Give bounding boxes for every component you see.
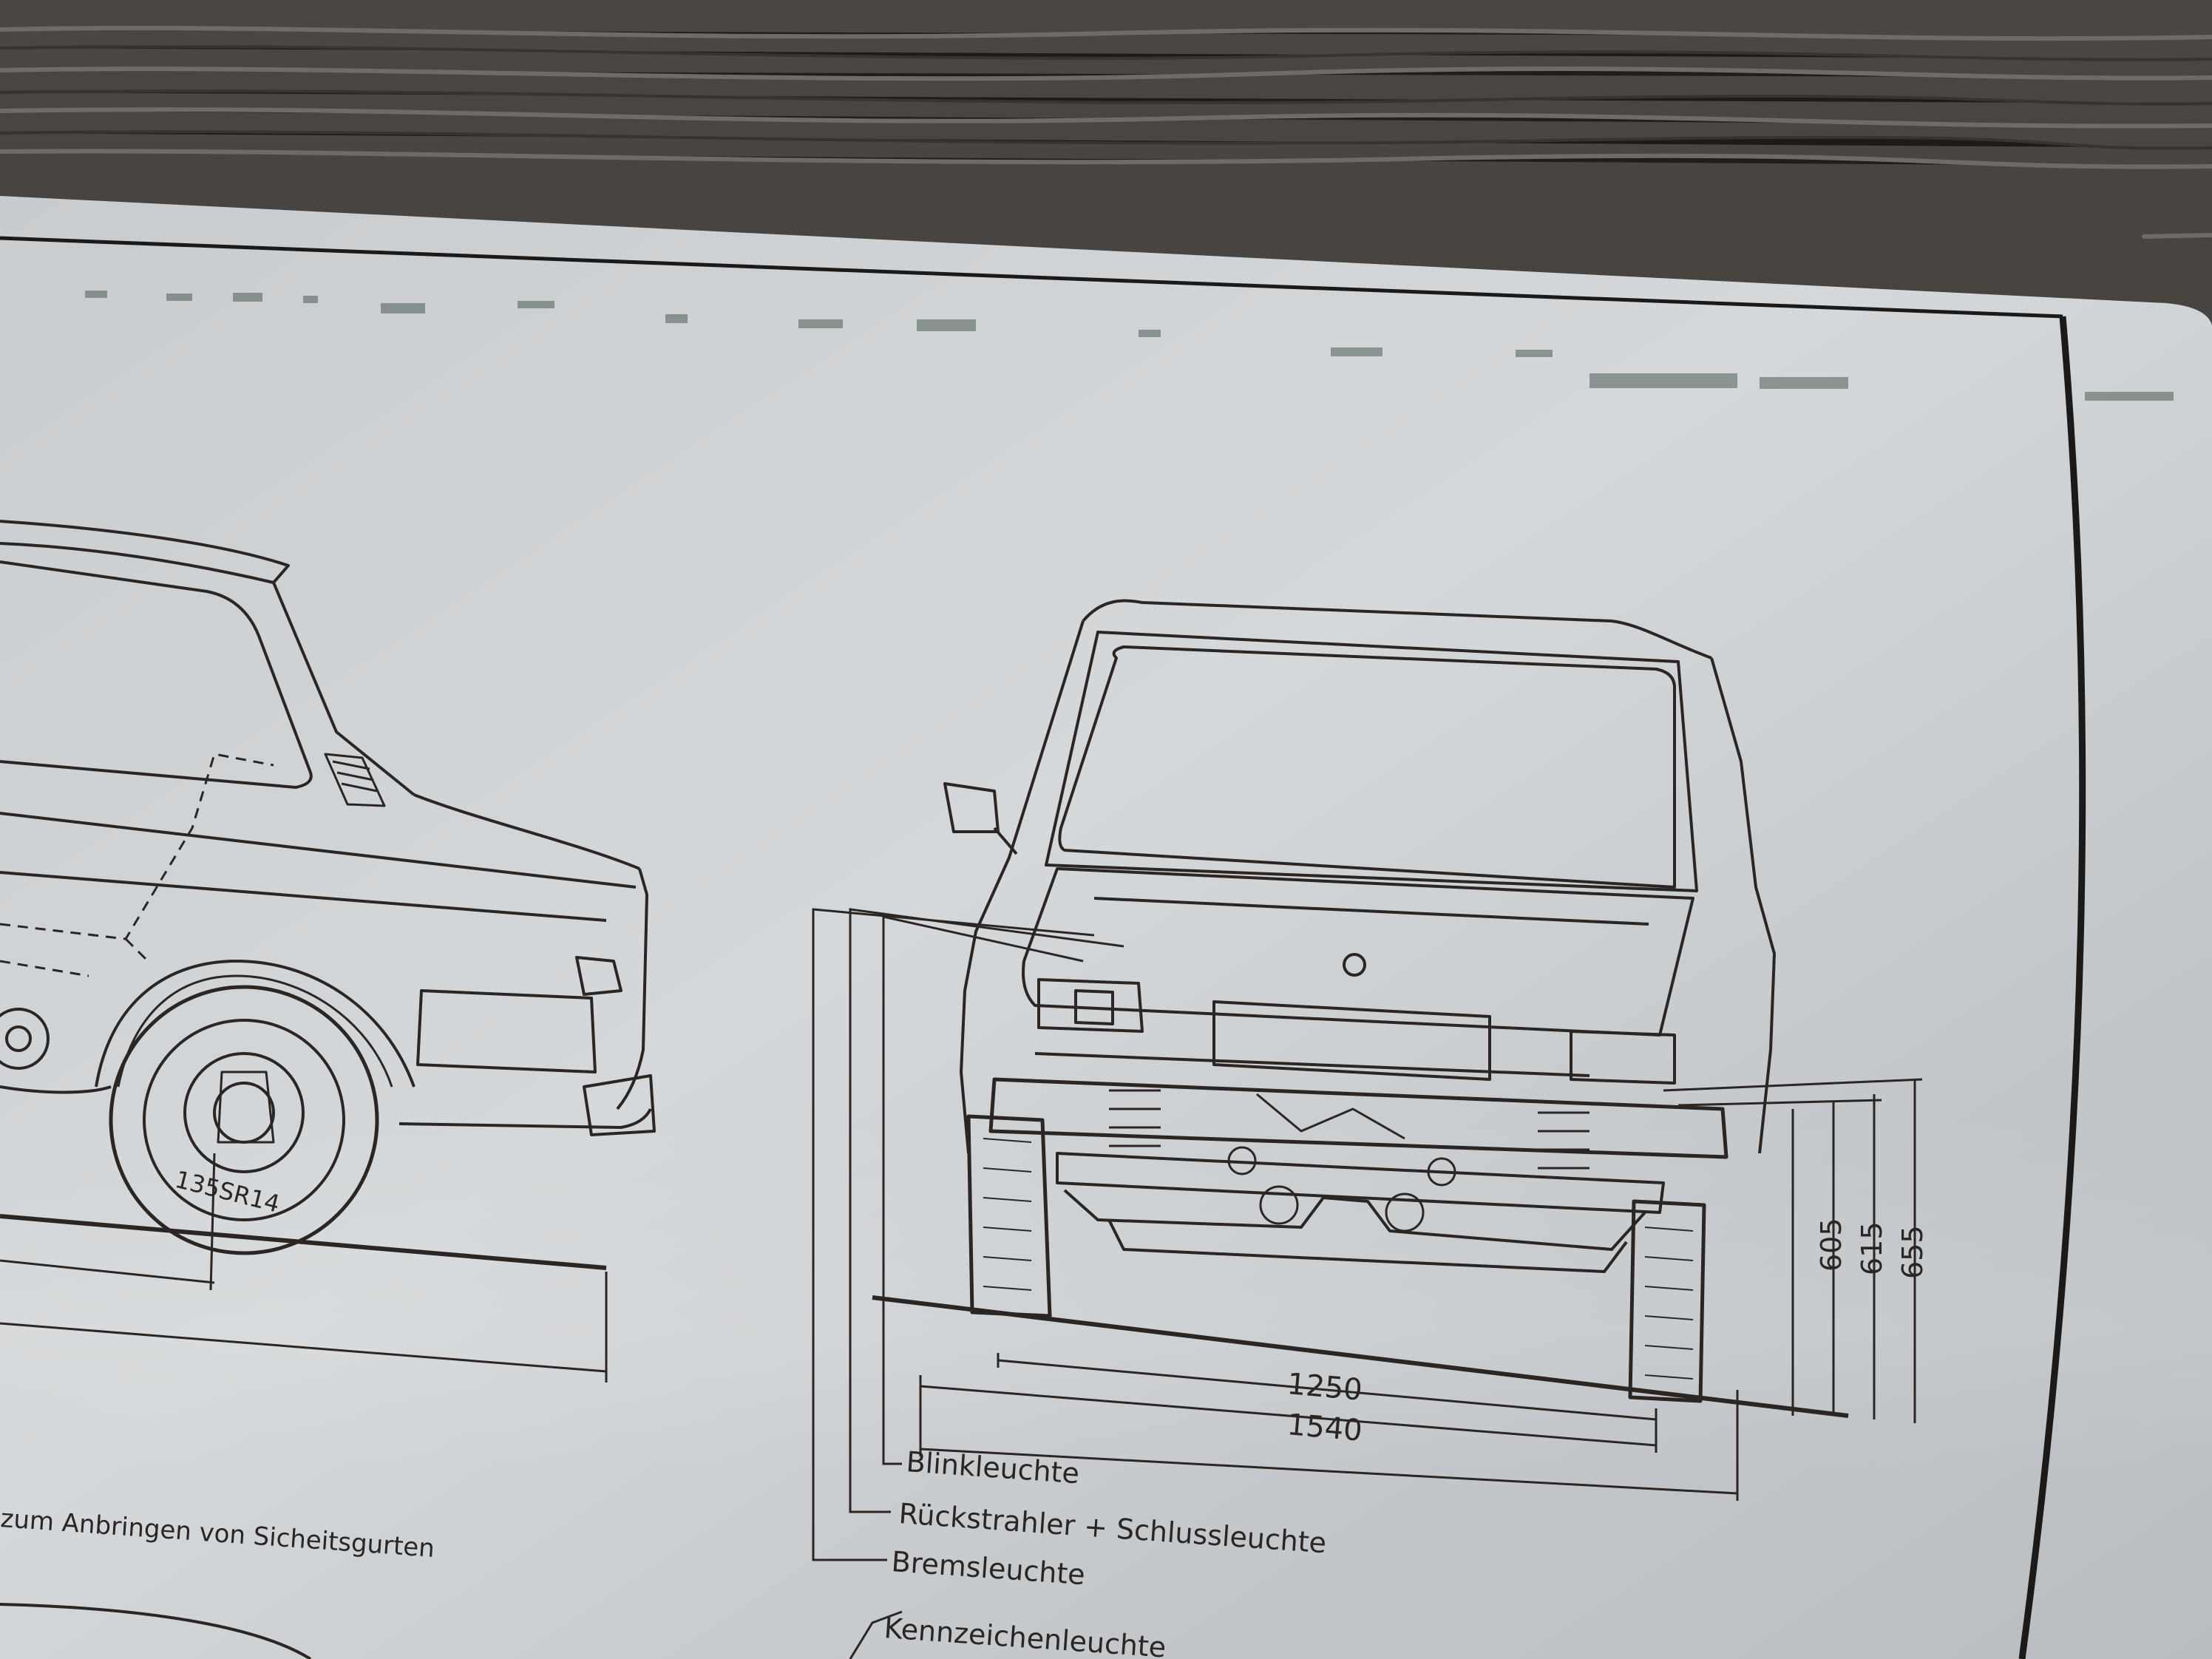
- dim-height-605: 605: [1815, 1218, 1848, 1272]
- dim-height-615: 615: [1856, 1221, 1888, 1275]
- dim-overall-width: 1540: [1286, 1408, 1363, 1448]
- dim-height-655: 655: [1896, 1225, 1929, 1279]
- drawing-frame: [0, 236, 2086, 1659]
- bottom-partial-outline: [0, 1603, 312, 1659]
- dim-track-rear: 1250: [1286, 1367, 1363, 1408]
- faded-header-marks: [85, 291, 2174, 401]
- rear-dimension-lines: [812, 908, 1923, 1659]
- rear-view-car: [872, 599, 1849, 1418]
- side-view-car: [0, 520, 656, 1382]
